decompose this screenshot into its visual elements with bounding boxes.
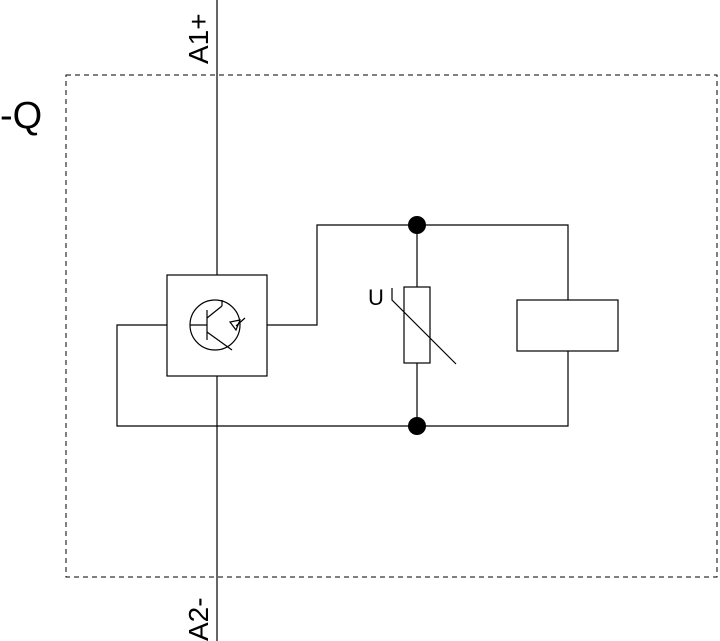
terminal-label-top: A1+ [183, 13, 214, 64]
terminal-label-bottom: A2- [183, 597, 214, 641]
transistor-icon [189, 299, 246, 351]
wire-bottom-rail [116, 324, 569, 427]
varistor-slash [391, 288, 457, 365]
device-label: -Q [0, 95, 42, 137]
transistor-box [166, 274, 268, 377]
varistor-label: U [368, 285, 384, 310]
wire-transistor-to-top [267, 224, 569, 326]
junction-dot-bottom [408, 417, 426, 435]
device-boundary [65, 74, 718, 578]
junction-dot-top [408, 216, 426, 234]
relay-coil [516, 299, 619, 352]
